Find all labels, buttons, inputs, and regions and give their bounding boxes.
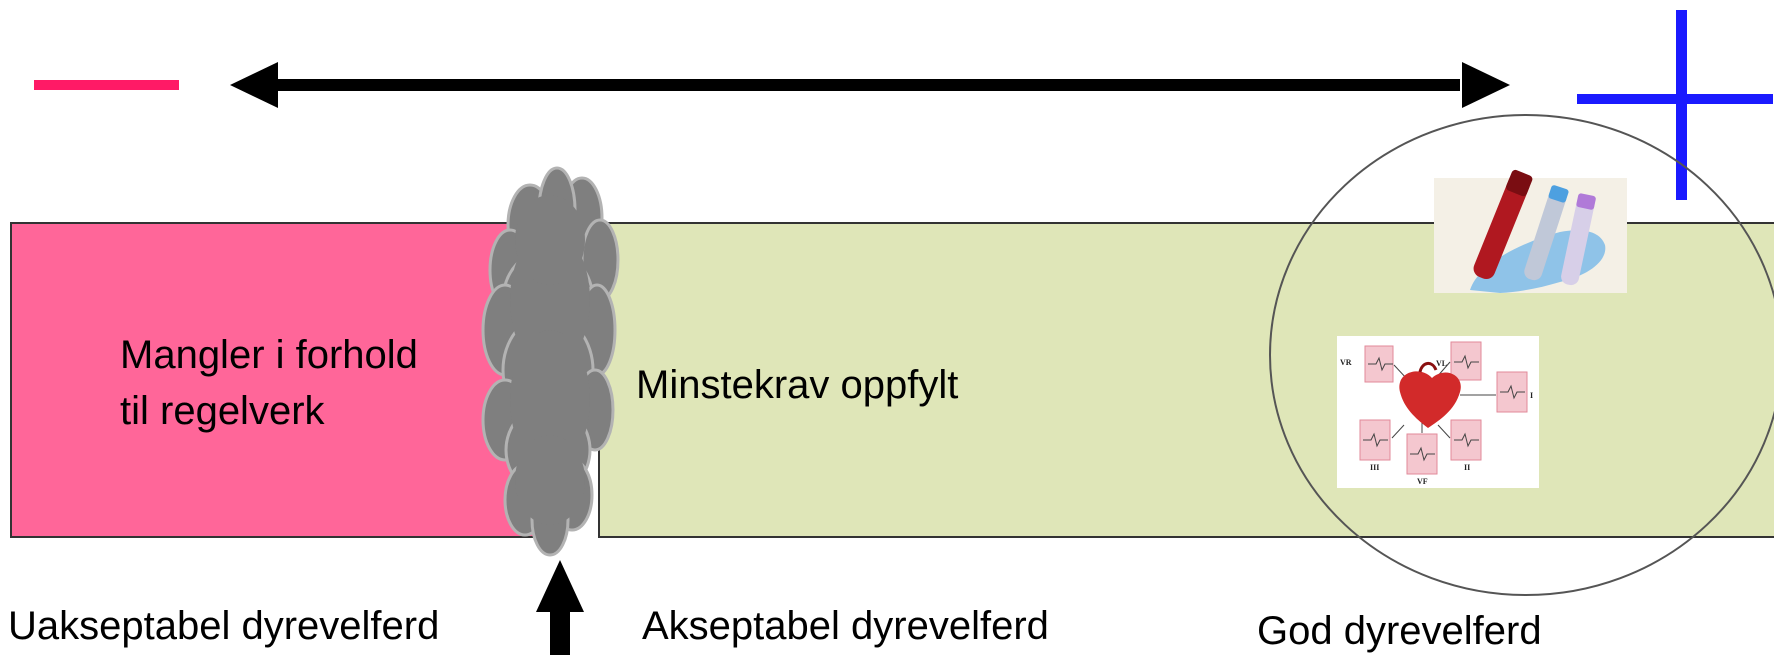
plus-icon (1577, 10, 1773, 200)
ecg-lead-vf: VF (1417, 477, 1428, 486)
ecg-lead-iii: III (1370, 463, 1379, 472)
zone-label-line2: til regelverk (120, 389, 325, 433)
ecg-heart-image: VR VL I III VF II (1337, 336, 1539, 488)
label-good-welfare: God dyrevelferd (1257, 609, 1542, 653)
ecg-lead-vl: VL (1436, 359, 1447, 368)
minus-icon (34, 80, 179, 90)
cloud-fill (510, 195, 590, 525)
arrow-left-head (230, 62, 278, 108)
up-arrow (536, 560, 584, 655)
ecg-lead-i: I (1530, 391, 1533, 400)
double-arrow (230, 62, 1510, 108)
arrow-right-head (1462, 62, 1510, 108)
ecg-lead-vr: VR (1340, 358, 1352, 367)
highlight-circle (1269, 114, 1774, 596)
zone-label-line1: Mangler i forhold (120, 333, 418, 377)
label-acceptable-welfare: Akseptabel dyrevelferd (642, 604, 1049, 648)
zone-unacceptable (10, 222, 538, 538)
label-unacceptable-welfare: Uakseptabel dyrevelferd (8, 604, 440, 648)
ecg-lead-ii: II (1464, 463, 1470, 472)
zone-label-minimum: Minstekrav oppfylt (636, 363, 959, 407)
blood-tubes-image (1434, 169, 1627, 293)
